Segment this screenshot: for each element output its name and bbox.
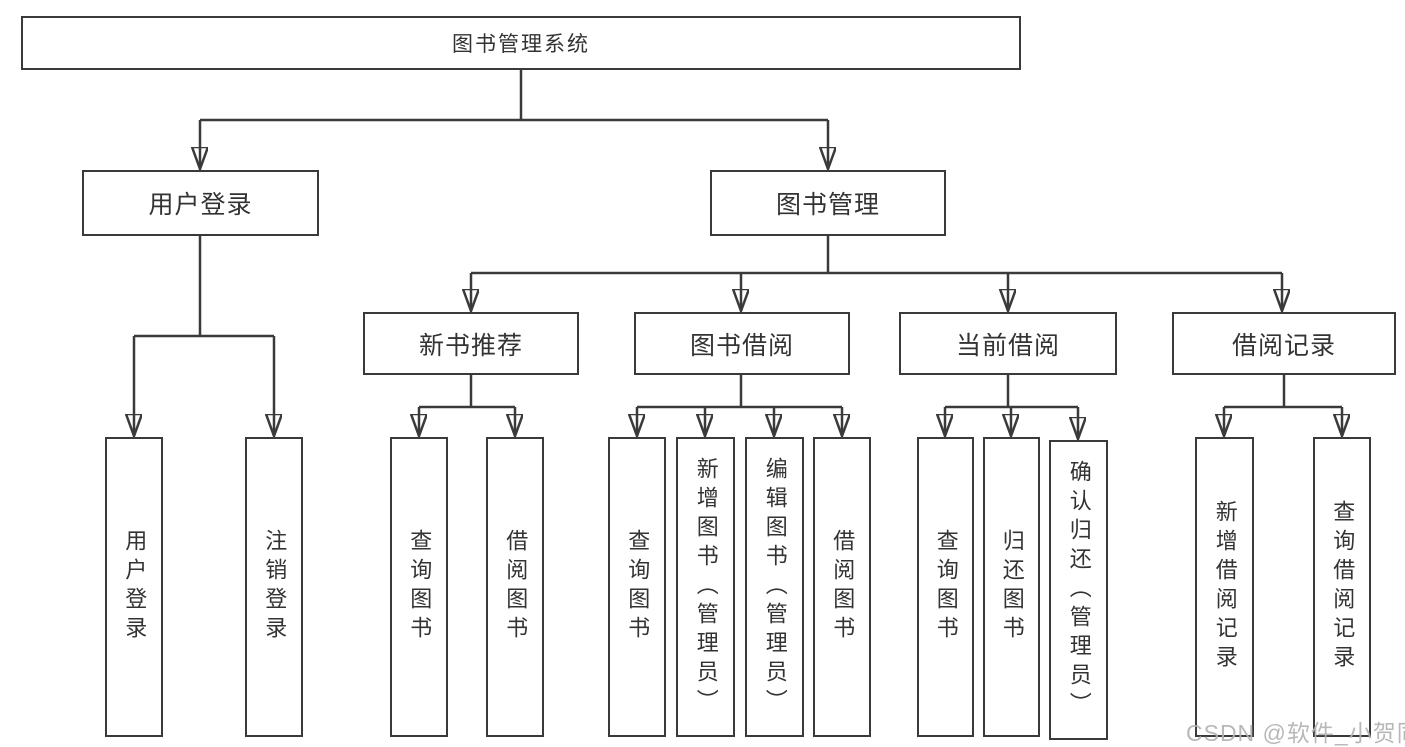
leaf-edit-books-admin: 编辑图书（管理员） — [745, 437, 804, 737]
node-label: 新增图书（管理员） — [693, 456, 719, 718]
node-label: 图书管理 — [775, 191, 880, 219]
leaf-query-books-a: 查询图书 — [390, 437, 448, 737]
node-label: 当前借阅 — [955, 331, 1060, 360]
connector-borrow-record-branch — [1224, 375, 1342, 409]
node-label: 确认归还（管理员） — [1066, 459, 1092, 721]
leaf-borrow-books-a: 借阅图书 — [486, 437, 544, 737]
node-label: 用户登录 — [148, 191, 253, 219]
connector-current-borrow-branch — [945, 375, 1078, 409]
connector-user-login-branch — [134, 236, 274, 338]
node-label: 查询借阅记录 — [1330, 500, 1356, 674]
leaf-user-login: 用户登录 — [105, 437, 163, 737]
node-current-borrowing: 当前借阅 — [899, 312, 1117, 375]
node-new-book-recommendation: 新书推荐 — [363, 312, 579, 375]
node-borrowing-records: 借阅记录 — [1172, 312, 1396, 375]
node-label: 注销登录 — [262, 529, 288, 645]
node-label: 查询图书 — [407, 529, 433, 645]
connector-book-management-branch — [471, 236, 1282, 275]
leaf-query-books-b: 查询图书 — [608, 437, 666, 737]
node-label: 查询图书 — [625, 529, 651, 645]
connector-new-book-branch — [419, 375, 515, 409]
node-label: 新增借阅记录 — [1212, 500, 1238, 674]
leaf-add-borrow-record: 新增借阅记录 — [1195, 437, 1254, 737]
leaf-query-books-c: 查询图书 — [917, 437, 974, 737]
node-label: 图书借阅 — [689, 331, 794, 360]
leaf-confirm-return-admin: 确认归还（管理员） — [1049, 440, 1108, 740]
connector-book-borrow-branch — [637, 375, 842, 409]
connector-root-branch — [200, 70, 828, 122]
node-label: 新书推荐 — [418, 331, 523, 360]
node-label: 借阅记录 — [1231, 331, 1336, 360]
node-label: 借阅图书 — [503, 529, 529, 645]
node-label: 查询图书 — [933, 529, 959, 645]
node-book-management: 图书管理 — [710, 170, 946, 236]
leaf-add-books-admin: 新增图书（管理员） — [676, 437, 735, 737]
leaf-query-borrow-record: 查询借阅记录 — [1313, 437, 1371, 737]
leaf-logout: 注销登录 — [245, 437, 303, 737]
node-label: 用户登录 — [122, 529, 148, 645]
node-label: 借阅图书 — [830, 529, 856, 645]
node-user-login: 用户登录 — [82, 170, 319, 236]
node-label: 归还图书 — [999, 529, 1025, 645]
node-label: 编辑图书（管理员） — [762, 456, 788, 718]
node-label: 图书管理系统 — [452, 33, 590, 56]
leaf-return-books: 归还图书 — [983, 437, 1040, 737]
node-library-management-system: 图书管理系统 — [21, 16, 1021, 70]
node-book-borrowing: 图书借阅 — [634, 312, 850, 375]
csdn-watermark: CSDN @软件_小贺同学 — [1186, 720, 1405, 746]
leaf-borrow-books-b: 借阅图书 — [813, 437, 871, 737]
